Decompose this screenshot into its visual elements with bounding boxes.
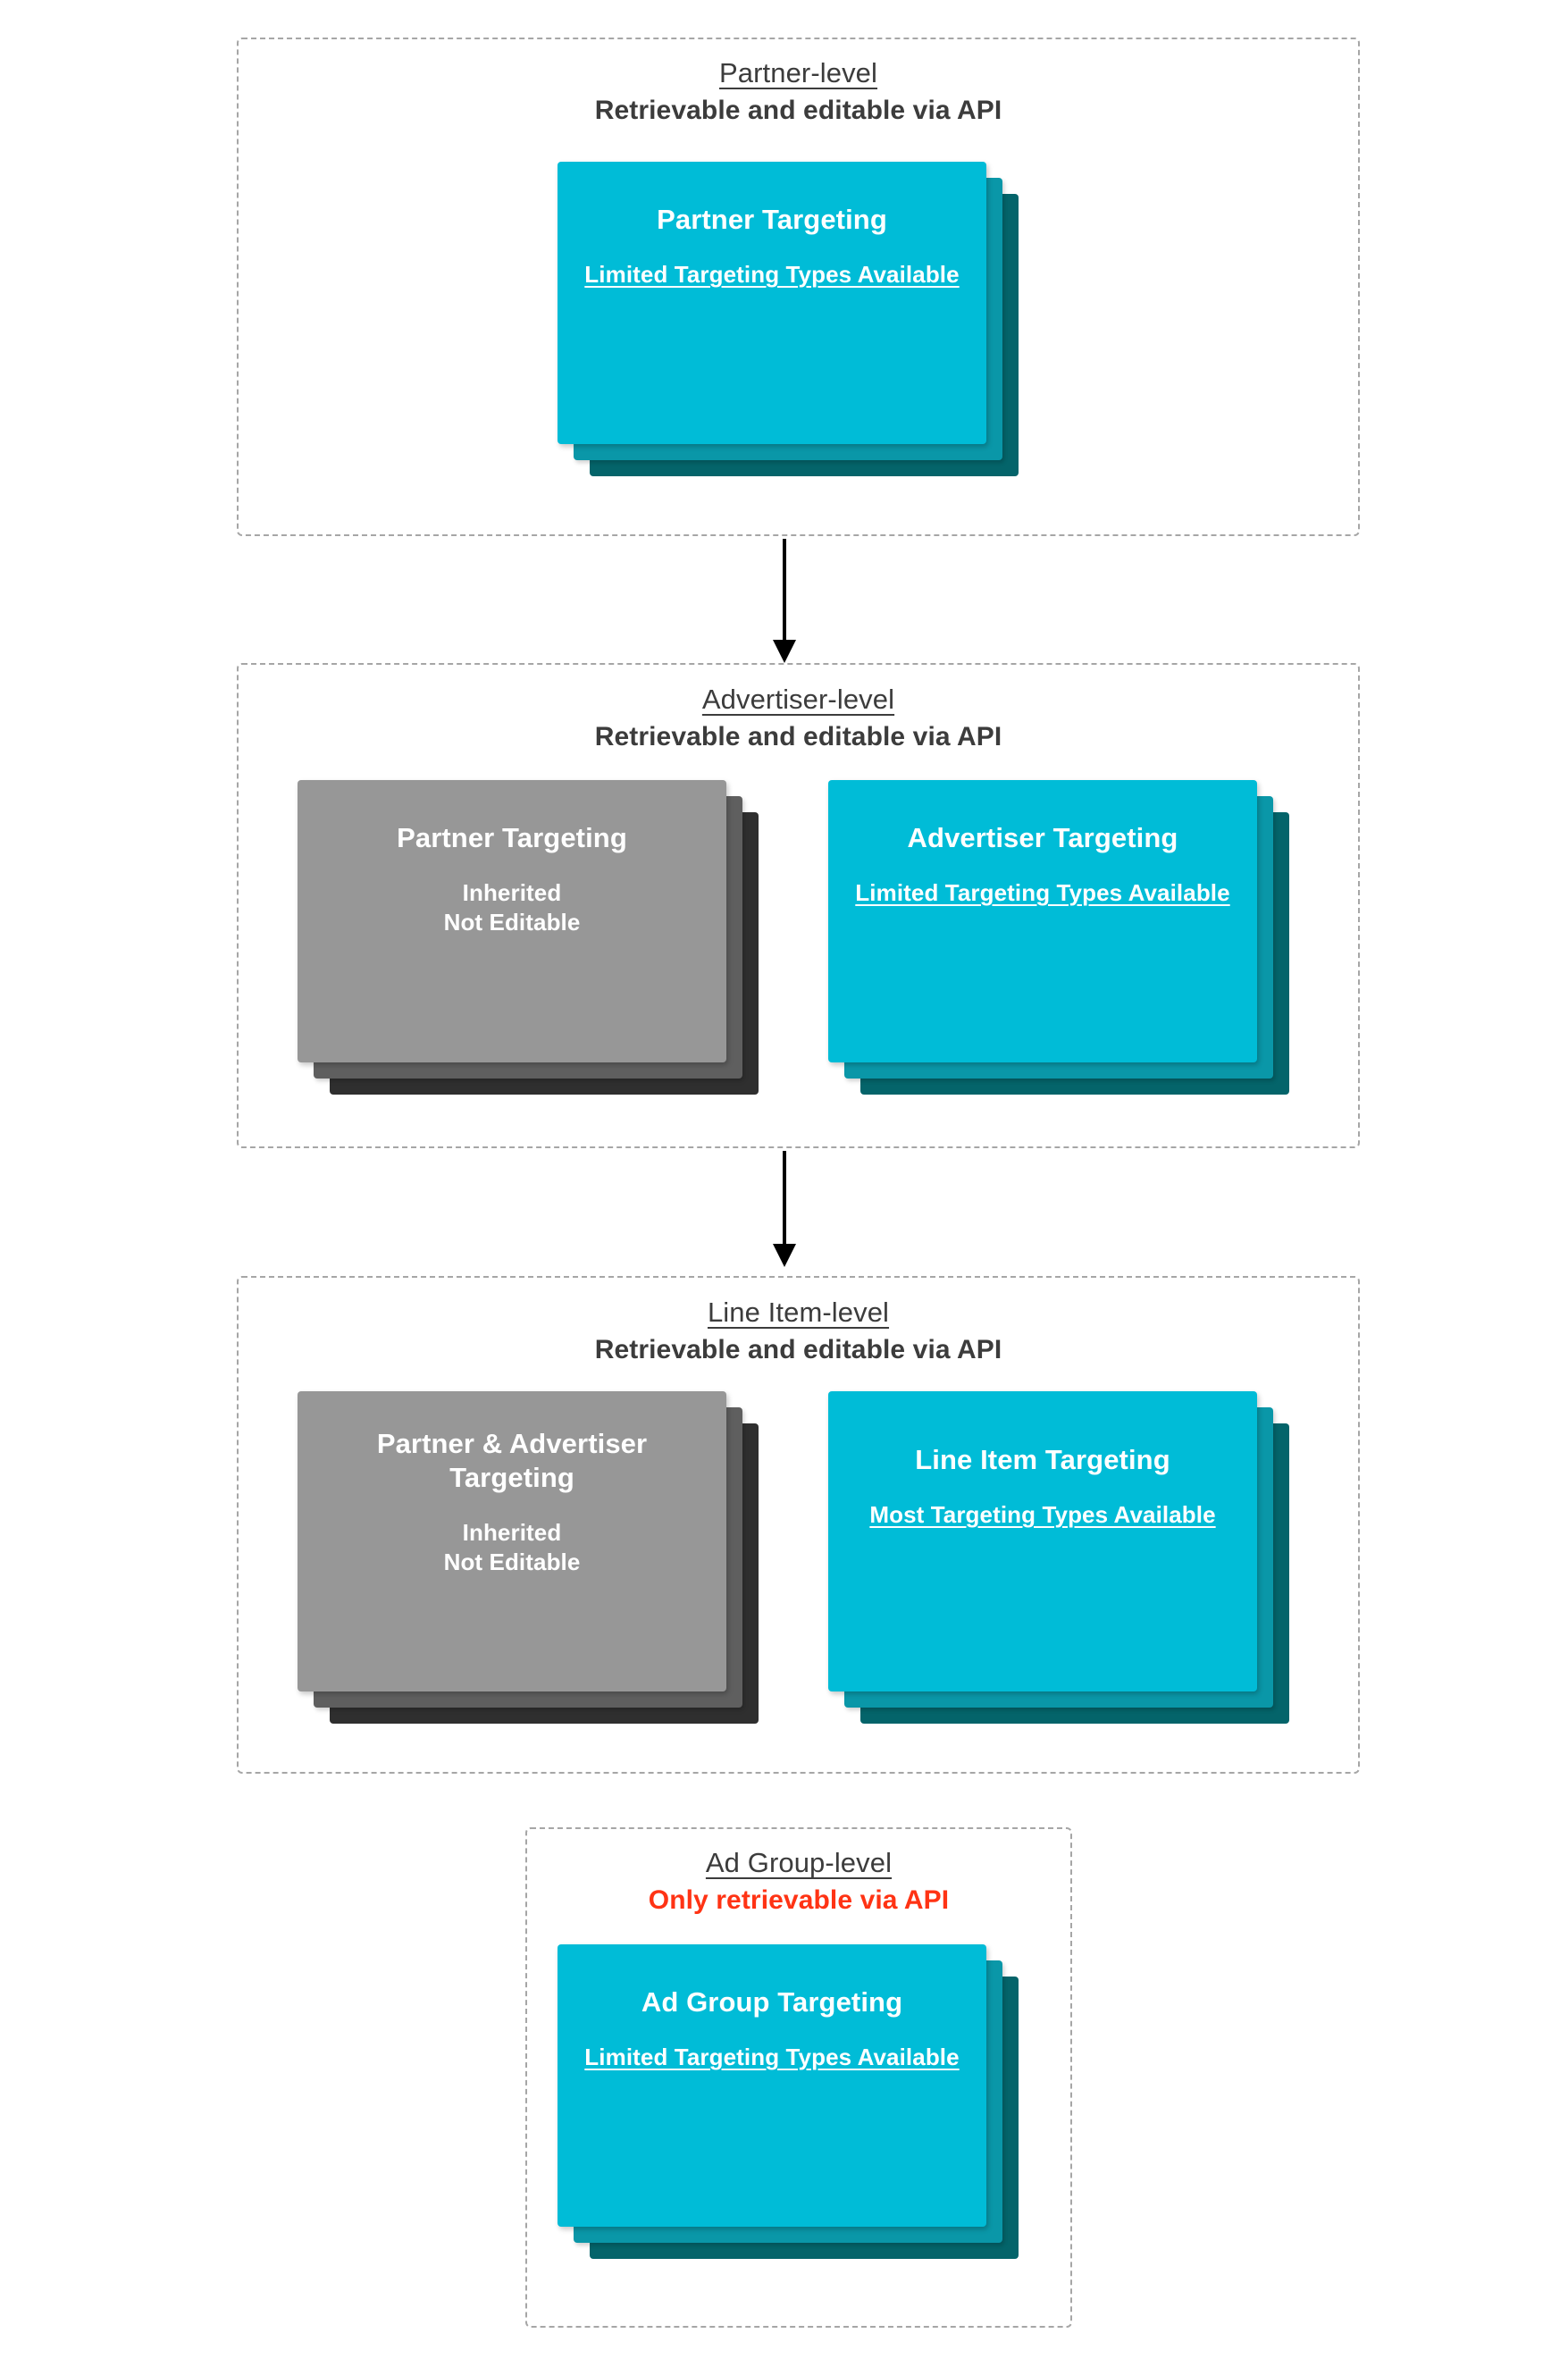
level-container-line-item: Line Item-level Retrievable and editable… bbox=[237, 1276, 1360, 1774]
level-title-partner: Partner-level bbox=[718, 57, 878, 88]
card-note-ad-group-targeting: Limited Targeting Types Available bbox=[584, 2043, 960, 2070]
card-stack-advertiser-targeting[interactable]: Advertiser Targeting Limited Targeting T… bbox=[828, 780, 1289, 1095]
card-layer-front: Advertiser Targeting Limited Targeting T… bbox=[828, 780, 1257, 1062]
card-layer-front: Ad Group Targeting Limited Targeting Typ… bbox=[558, 1944, 986, 2227]
connector-shaft bbox=[783, 539, 786, 644]
level-title-ad-group: Ad Group-level bbox=[705, 1847, 893, 1878]
card-stack-line-item-targeting[interactable]: Line Item Targeting Most Targeting Types… bbox=[828, 1391, 1289, 1724]
card-layer-front: Partner Targeting Limited Targeting Type… bbox=[558, 162, 986, 444]
connector-shaft bbox=[783, 1151, 786, 1249]
level-container-advertiser: Advertiser-level Retrievable and editabl… bbox=[237, 663, 1360, 1148]
card-title-inherited-partner-advertiser-targeting: Partner & Advertiser Targeting bbox=[376, 1428, 648, 1493]
card-note-inherited-partner-targeting: Inherited Not Editable bbox=[443, 878, 581, 936]
card-title-inherited-partner-targeting: Partner Targeting bbox=[397, 822, 627, 853]
card-title-advertiser-targeting: Advertiser Targeting bbox=[907, 822, 1178, 853]
card-layer-front: Partner & Advertiser Targeting Inherited… bbox=[298, 1391, 726, 1691]
level-container-partner: Partner-level Retrievable and editable v… bbox=[237, 38, 1360, 536]
card-layer-front: Partner Targeting Inherited Not Editable bbox=[298, 780, 726, 1062]
connector-arrowhead bbox=[773, 640, 796, 663]
card-note-line-item-targeting: Most Targeting Types Available bbox=[869, 1500, 1216, 1528]
level-title-line-item: Line Item-level bbox=[707, 1297, 890, 1328]
card-stack-inherited-partner-advertiser-targeting[interactable]: Partner & Advertiser Targeting Inherited… bbox=[298, 1391, 759, 1724]
connector-arrowhead bbox=[773, 1244, 796, 1267]
level-header-partner: Partner-level Retrievable and editable v… bbox=[239, 59, 1358, 124]
card-title-partner-targeting: Partner Targeting bbox=[657, 204, 887, 235]
card-note-partner-targeting: Limited Targeting Types Available bbox=[584, 260, 960, 288]
level-header-line-item: Line Item-level Retrievable and editable… bbox=[239, 1298, 1358, 1364]
card-title-ad-group-targeting: Ad Group Targeting bbox=[641, 1986, 903, 2018]
level-title-advertiser: Advertiser-level bbox=[701, 684, 895, 715]
level-subtitle-line-item: Retrievable and editable via API bbox=[594, 1335, 1002, 1364]
level-subtitle-ad-group: Only retrievable via API bbox=[648, 1885, 950, 1915]
card-stack-inherited-partner-targeting[interactable]: Partner Targeting Inherited Not Editable bbox=[298, 780, 759, 1095]
card-note-inherited-partner-advertiser-targeting: Inherited Not Editable bbox=[443, 1518, 581, 1575]
level-header-advertiser: Advertiser-level Retrievable and editabl… bbox=[239, 685, 1358, 751]
card-note-advertiser-targeting: Limited Targeting Types Available bbox=[855, 878, 1230, 906]
card-stack-ad-group-targeting[interactable]: Ad Group Targeting Limited Targeting Typ… bbox=[558, 1944, 1019, 2259]
level-container-ad-group: Ad Group-level Only retrievable via API bbox=[525, 1827, 1072, 2328]
level-subtitle-advertiser: Retrievable and editable via API bbox=[594, 722, 1002, 751]
level-header-ad-group: Ad Group-level Only retrievable via API bbox=[527, 1849, 1070, 1914]
card-layer-front: Line Item Targeting Most Targeting Types… bbox=[828, 1391, 1257, 1691]
card-title-line-item-targeting: Line Item Targeting bbox=[915, 1444, 1170, 1475]
level-subtitle-partner: Retrievable and editable via API bbox=[594, 96, 1002, 125]
card-stack-partner-targeting[interactable]: Partner Targeting Limited Targeting Type… bbox=[558, 162, 1019, 476]
